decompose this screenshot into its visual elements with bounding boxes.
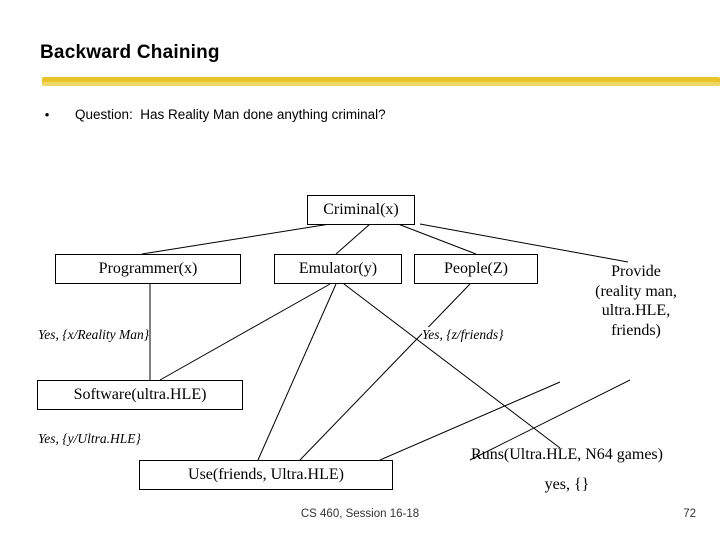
bullet-marker: • [44,107,50,122]
title-underline-bar [42,77,720,86]
node-use[interactable]: Use(friends, Ultra.HLE) [139,460,393,490]
page-title: Backward Chaining [40,42,220,63]
node-programmer[interactable]: Programmer(x) [55,254,241,284]
node-software[interactable]: Software(ultra.HLE) [37,380,243,410]
node-people[interactable]: People(Z) [414,254,538,284]
bullet-row: • Question: Has Reality Man done anythin… [40,106,386,124]
node-emulator[interactable]: Emulator(y) [274,254,402,284]
footer-text: CS 460, Session 16-18 [300,508,420,520]
node-provide[interactable]: Provide (reality man, ultra.HLE, friends… [556,262,716,340]
node-runs[interactable]: Runs(Ultra.HLE, N64 games) [471,446,663,463]
binding-runs: yes, {} [544,476,590,493]
page-number: 72 [683,508,696,520]
binding-programmer: Yes, {x/Reality Man} [38,327,150,343]
node-criminal[interactable]: Criminal(x) [307,195,415,225]
binding-people: Yes, {z/friends} [422,327,504,343]
binding-software: Yes, {y/Ultra.HLE} [38,431,141,447]
node-provide-label: Provide (reality man, ultra.HLE, friends… [595,263,677,339]
bullet-text: Question: Has Reality Man done anything … [75,107,386,122]
